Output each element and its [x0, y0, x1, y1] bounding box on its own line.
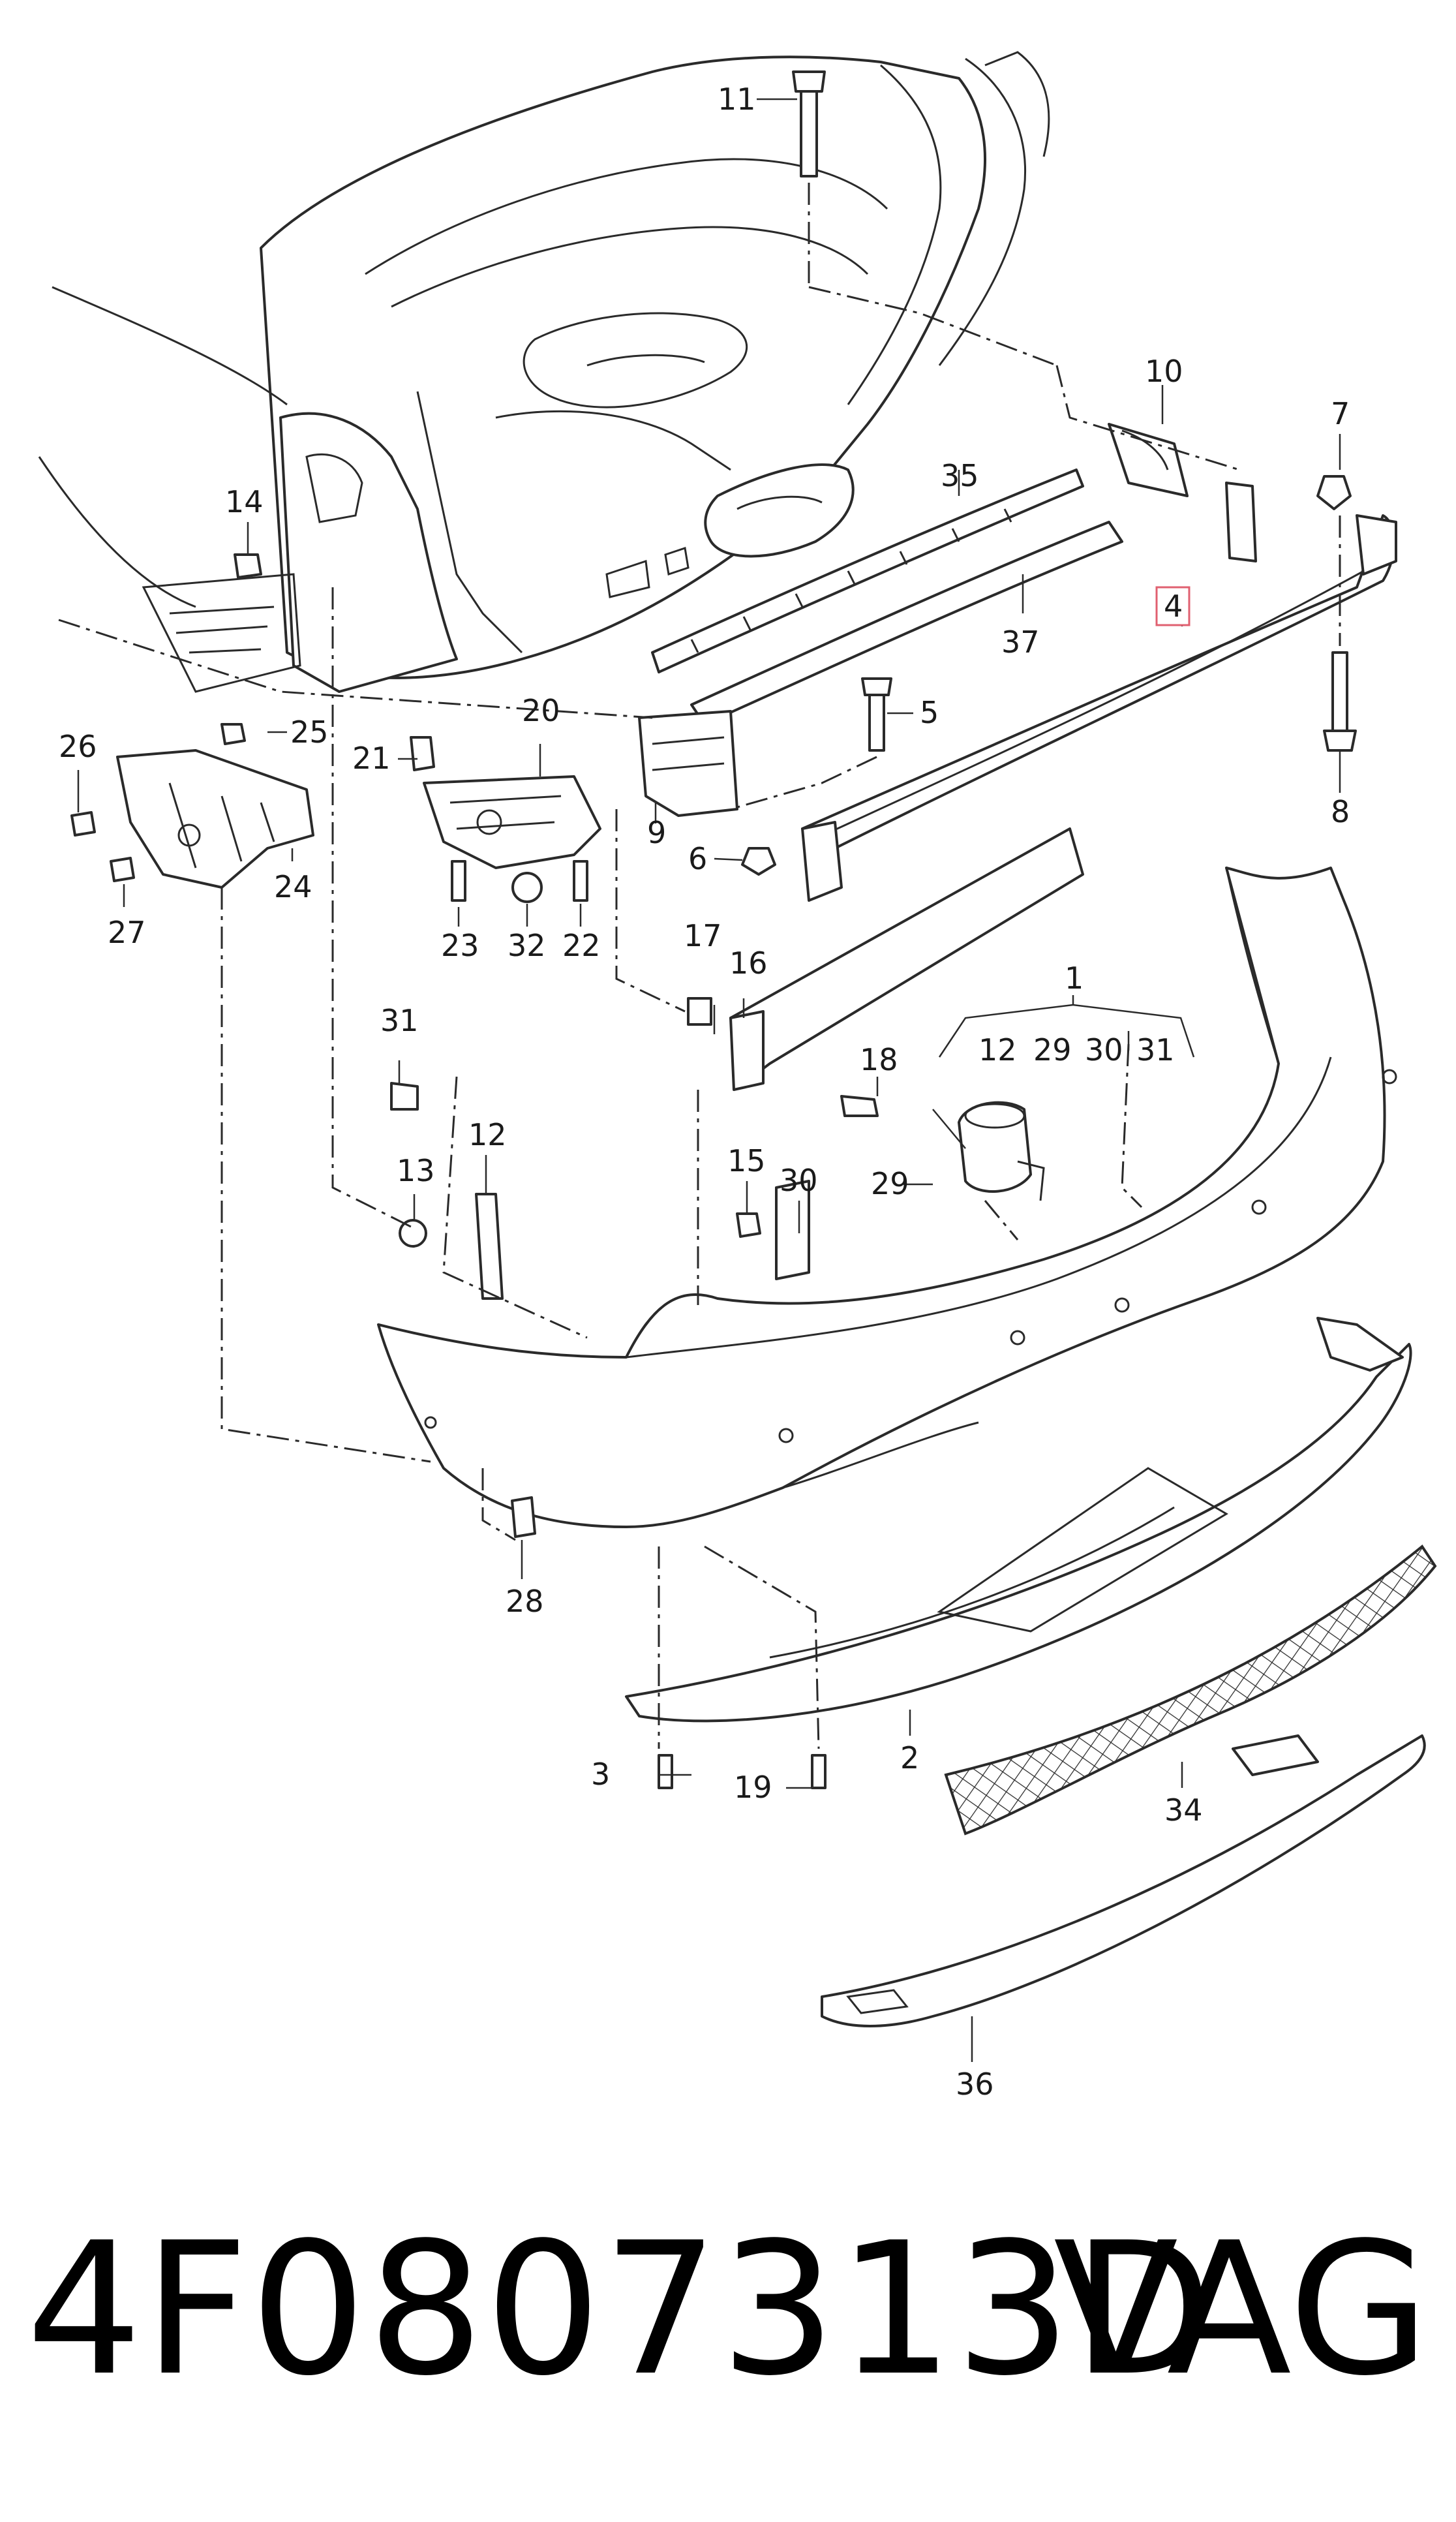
- lower-diffuser: [625, 1317, 1412, 1723]
- callout-22: 22: [562, 928, 601, 963]
- callout-5: 5: [920, 695, 939, 730]
- callout-32: 32: [508, 928, 546, 963]
- bracket-9: [638, 710, 738, 817]
- callout-24: 24: [274, 869, 312, 904]
- callout-sub29: 29: [1033, 1032, 1072, 1068]
- car-body-rear: [260, 51, 1050, 679]
- side-bracket-left: [116, 749, 314, 889]
- callout-2: 2: [900, 1740, 919, 1776]
- bumper-cover: [377, 867, 1397, 1528]
- callout-15: 15: [727, 1143, 766, 1178]
- callout-4: 4: [1164, 589, 1183, 624]
- bumper-bracket-16: [729, 827, 1084, 1091]
- callout-25: 25: [290, 715, 329, 750]
- leader-lines: [77, 98, 1341, 2062]
- callout-12: 12: [468, 1117, 507, 1152]
- sensor-holder-29: [958, 1101, 1045, 1201]
- callout-20: 20: [522, 693, 560, 728]
- callout-16: 16: [729, 946, 768, 981]
- callout-8: 8: [1331, 794, 1350, 829]
- callout-19: 19: [734, 1770, 772, 1805]
- callout-36: 36: [956, 2067, 994, 2102]
- callout-3: 3: [591, 1757, 610, 1792]
- callout-37: 37: [1001, 624, 1040, 660]
- trim-strip-36: [821, 1734, 1426, 2027]
- callout-6: 6: [688, 841, 707, 876]
- callout-21: 21: [352, 741, 391, 776]
- callout-29: 29: [871, 1166, 909, 1201]
- bracket-20: [423, 775, 601, 869]
- callout-30: 30: [780, 1163, 818, 1198]
- crash-box: [1108, 423, 1257, 562]
- assembly-lines: [58, 183, 1341, 1749]
- callout-1: 1: [1065, 961, 1084, 996]
- callout-labels: 11 10 7 35 4 37 5 8 14 20 26 25 21 9 6 2…: [59, 82, 1350, 2102]
- callout-10: 10: [1145, 354, 1183, 389]
- callout-34: 34: [1164, 1792, 1203, 1828]
- callout-23: 23: [441, 928, 479, 963]
- guide-strip-37: [690, 521, 1123, 726]
- callout-17: 17: [684, 918, 722, 953]
- callout-18: 18: [860, 1042, 898, 1077]
- grille-34: [944, 1545, 1437, 1836]
- callout-31: 31: [380, 1003, 419, 1038]
- part-number: 4F0807313D: [26, 2204, 1215, 2416]
- callout-13: 13: [397, 1153, 435, 1188]
- callout-11: 11: [718, 82, 756, 117]
- fasteners: [70, 70, 1357, 1789]
- callout-28: 28: [506, 1584, 544, 1619]
- callout-7: 7: [1331, 396, 1350, 431]
- callout-sub31: 31: [1136, 1032, 1175, 1068]
- highlight-box: [1155, 586, 1191, 626]
- guide-strip-35: [651, 469, 1084, 673]
- bumper-reinforcement-bar: [801, 514, 1397, 902]
- callout-9: 9: [647, 815, 666, 850]
- callout-26: 26: [59, 729, 97, 764]
- callout-sub12: 12: [978, 1032, 1017, 1068]
- callout-27: 27: [108, 915, 146, 950]
- callout-35: 35: [941, 458, 979, 493]
- callout-sub30: 30: [1085, 1032, 1123, 1068]
- callout-14: 14: [225, 484, 264, 519]
- brand-label: VAG: [1053, 2204, 1430, 2416]
- car-side-panel: [38, 286, 458, 693]
